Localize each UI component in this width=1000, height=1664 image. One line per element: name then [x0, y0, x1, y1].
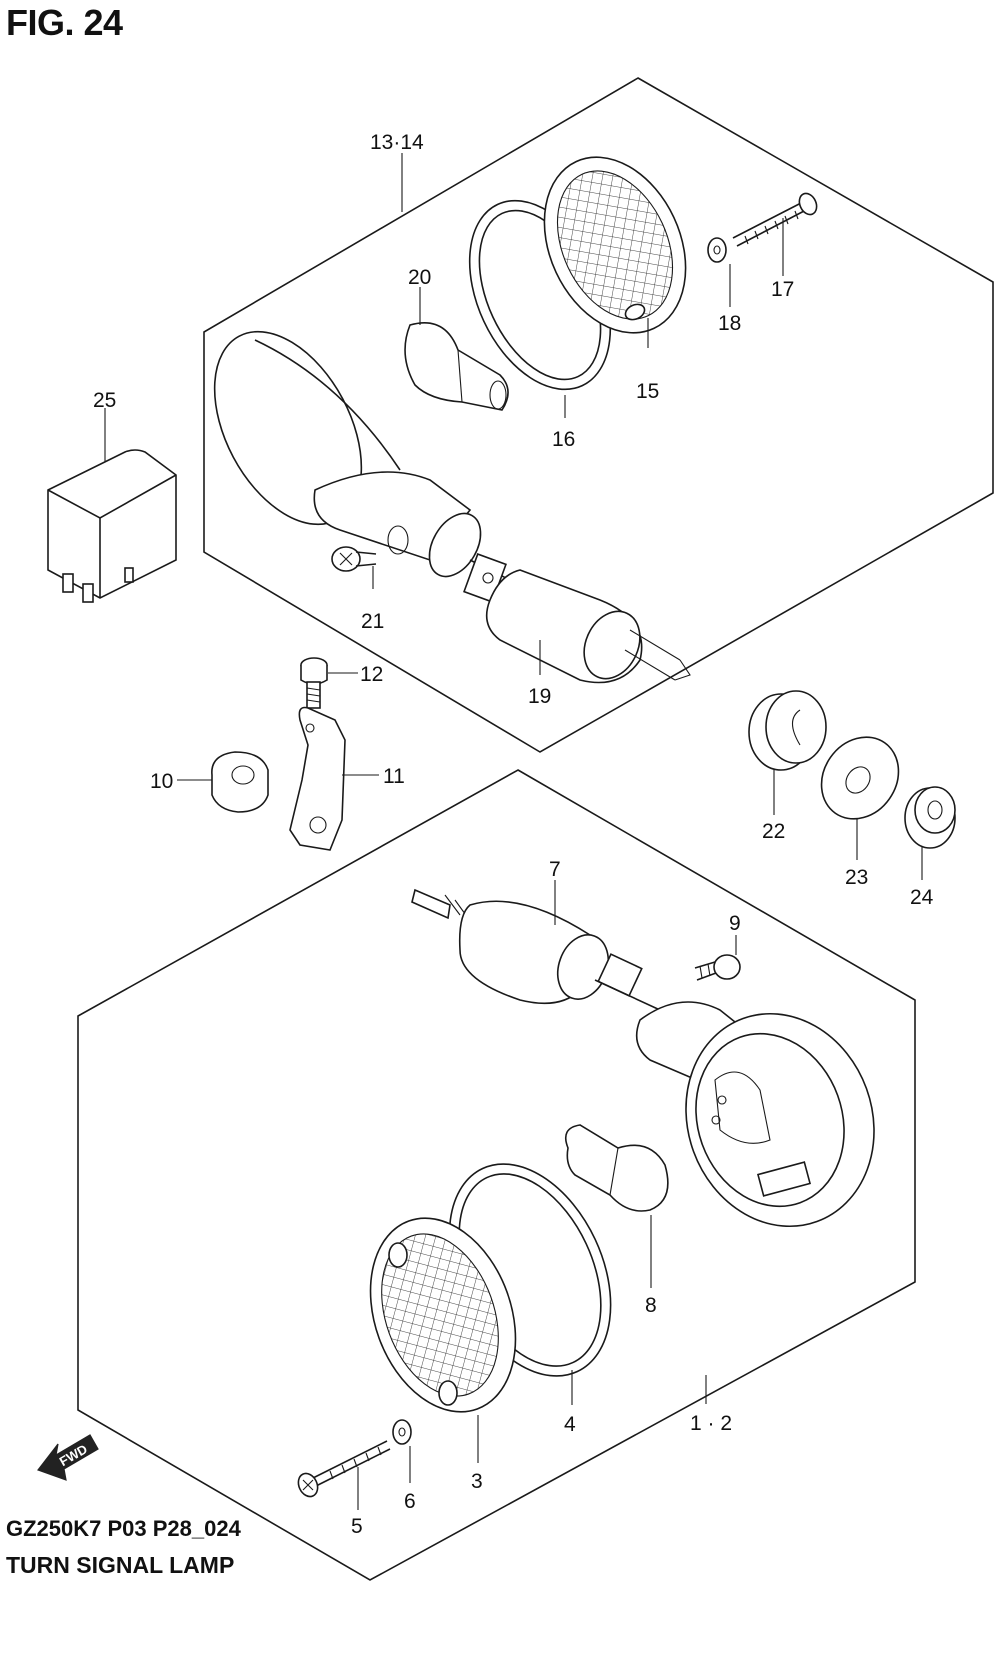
callout-24: 24 [910, 886, 934, 909]
callout-5: 5 [351, 1515, 363, 1538]
figure-title: FIG. 24 [6, 2, 123, 43]
callout-1-2: 1 · 2 [690, 1412, 732, 1435]
large-washer [820, 736, 900, 820]
flange-nut [904, 786, 956, 849]
turn-signal-relay [47, 449, 177, 603]
upper-bulb [404, 321, 509, 411]
lower-signal-cable [411, 888, 661, 1011]
lower-washer [392, 1419, 412, 1445]
callout-19: 19 [528, 685, 551, 708]
callout-11: 11 [383, 765, 405, 788]
lower-lamp-housing [635, 1001, 875, 1228]
mounting-bracket [289, 706, 346, 851]
forward-direction-marker: FWD [37, 1434, 99, 1481]
upper-assembly-frame [203, 77, 994, 753]
lower-lens [369, 1217, 517, 1413]
callout-12: 12 [360, 663, 383, 686]
callout-15: 15 [636, 380, 659, 403]
callout-6: 6 [404, 1490, 416, 1513]
lower-bulb [564, 1124, 669, 1212]
collar-nut [211, 751, 269, 813]
upper-washer [707, 237, 727, 263]
callout-21: 21 [361, 610, 384, 633]
mounting-screw-21 [331, 546, 377, 572]
callout-18: 18 [718, 312, 741, 335]
lower-assembly-frame [77, 769, 916, 1581]
callout-9: 9 [729, 912, 741, 935]
upper-lens [543, 156, 687, 334]
callout-20: 20 [408, 266, 431, 289]
bracket-bolt [300, 657, 328, 709]
section-title: TURN SIGNAL LAMP [6, 1552, 235, 1578]
model-code: GZ250K7 P03 P28_024 [6, 1516, 241, 1541]
lower-mount-screw [694, 954, 741, 981]
lower-lens-screw [297, 1440, 391, 1498]
upper-lens-screw [732, 192, 818, 247]
upper-signal-cable [485, 569, 691, 684]
callout-23: 23 [845, 866, 868, 889]
callout-13-14: 13·14 [370, 131, 424, 154]
callout-10: 10 [150, 770, 173, 793]
upper-lamp-housing [213, 330, 511, 603]
callout-25: 25 [93, 389, 116, 412]
callout-4: 4 [564, 1413, 576, 1436]
leader-lines [104, 153, 923, 1510]
callout-16: 16 [552, 428, 575, 451]
callout-7: 7 [549, 858, 561, 881]
callout-3: 3 [471, 1470, 483, 1493]
callout-8: 8 [645, 1294, 657, 1317]
callout-22: 22 [762, 820, 785, 843]
grommet [748, 690, 827, 771]
callout-17: 17 [771, 278, 794, 301]
